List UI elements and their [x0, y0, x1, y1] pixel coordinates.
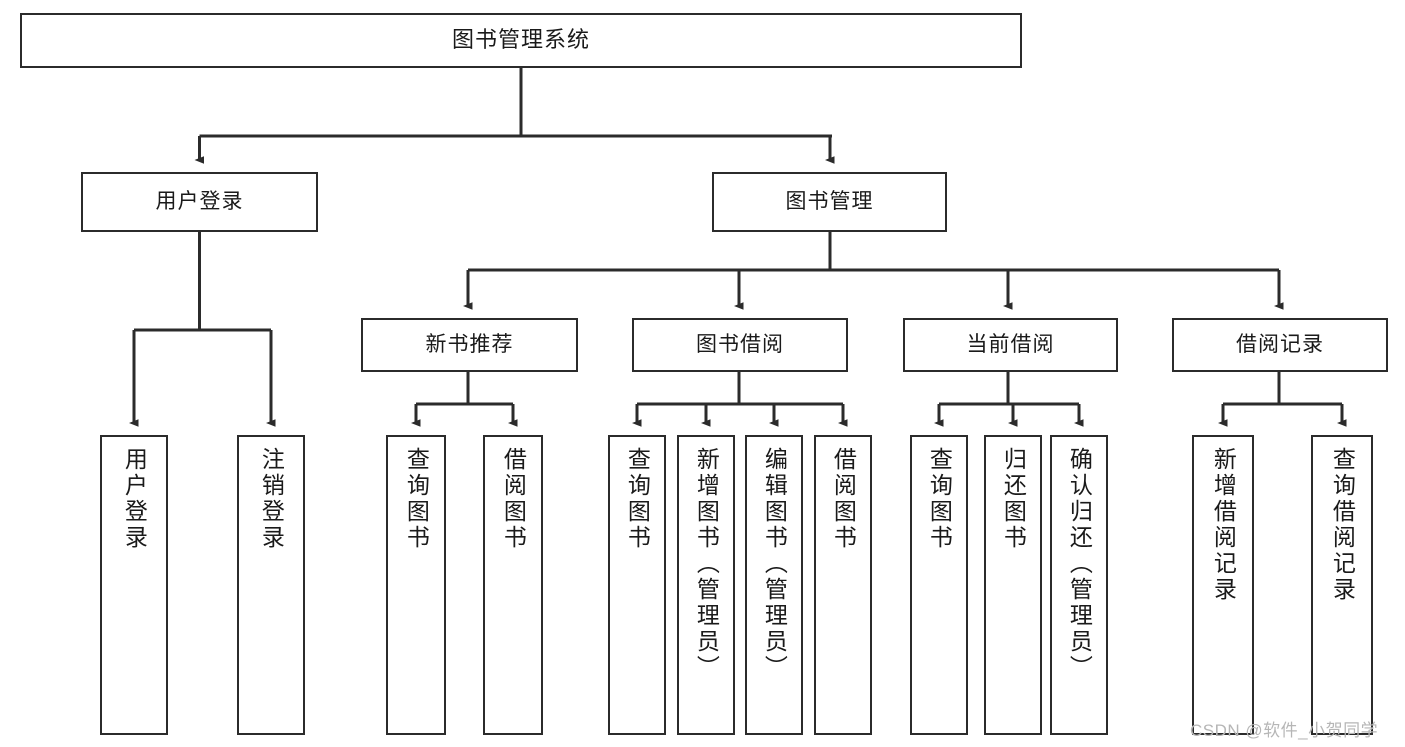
leaf-edit-book-admin[interactable]: 编辑图书（管理员） — [745, 435, 803, 735]
node-root-label: 图书管理系统 — [451, 27, 590, 53]
csdn-watermark: CSDN @软件_小贺同学 — [1190, 716, 1378, 741]
node-new-book-recommend-label: 新书推荐 — [425, 333, 514, 357]
node-user-login-label: 用户登录 — [155, 190, 244, 214]
leaf-query-book-1-label: 查询图书 — [403, 447, 430, 551]
node-root[interactable]: 图书管理系统 — [20, 13, 1022, 68]
csdn-watermark-text: CSDN @软件_小贺同学 — [1190, 721, 1379, 740]
node-book-borrow-label: 图书借阅 — [696, 333, 784, 357]
leaf-query-book-1[interactable]: 查询图书 — [386, 435, 446, 735]
node-borrow-record[interactable]: 借阅记录 — [1172, 318, 1388, 372]
leaf-confirm-return-admin-label: 确认归还（管理员） — [1066, 447, 1093, 681]
leaf-confirm-return-admin[interactable]: 确认归还（管理员） — [1050, 435, 1108, 735]
node-book-borrow[interactable]: 图书借阅 — [632, 318, 848, 372]
leaf-return-book[interactable]: 归还图书 — [984, 435, 1042, 735]
leaf-logout-login-label: 注销登录 — [258, 447, 285, 551]
node-new-book-recommend[interactable]: 新书推荐 — [361, 318, 578, 372]
leaf-add-book-admin-label: 新增图书（管理员） — [693, 447, 720, 681]
leaf-add-borrow-record-label: 新增借阅记录 — [1210, 447, 1237, 603]
leaf-query-borrow-record[interactable]: 查询借阅记录 — [1311, 435, 1373, 735]
node-book-manage-label: 图书管理 — [785, 190, 874, 214]
leaf-logout-login[interactable]: 注销登录 — [237, 435, 305, 735]
leaf-return-book-label: 归还图书 — [1000, 447, 1027, 551]
leaf-query-book-2-label: 查询图书 — [624, 447, 651, 551]
node-current-borrow-label: 当前借阅 — [966, 333, 1055, 357]
node-borrow-record-label: 借阅记录 — [1236, 333, 1324, 357]
node-book-manage[interactable]: 图书管理 — [712, 172, 947, 232]
node-current-borrow[interactable]: 当前借阅 — [903, 318, 1118, 372]
leaf-borrow-book-2[interactable]: 借阅图书 — [814, 435, 872, 735]
leaf-add-borrow-record[interactable]: 新增借阅记录 — [1192, 435, 1254, 735]
leaf-add-book-admin[interactable]: 新增图书（管理员） — [677, 435, 735, 735]
leaf-borrow-book-1-label: 借阅图书 — [500, 447, 527, 551]
leaf-user-login[interactable]: 用户登录 — [100, 435, 168, 735]
leaf-query-book-3[interactable]: 查询图书 — [910, 435, 968, 735]
leaf-borrow-book-2-label: 借阅图书 — [830, 447, 857, 551]
leaf-user-login-label: 用户登录 — [121, 447, 148, 551]
leaf-borrow-book-1[interactable]: 借阅图书 — [483, 435, 543, 735]
leaf-edit-book-admin-label: 编辑图书（管理员） — [761, 447, 788, 681]
leaf-query-borrow-record-label: 查询借阅记录 — [1329, 447, 1356, 603]
leaf-query-book-2[interactable]: 查询图书 — [608, 435, 666, 735]
node-user-login[interactable]: 用户登录 — [81, 172, 318, 232]
leaf-query-book-3-label: 查询图书 — [926, 447, 953, 551]
